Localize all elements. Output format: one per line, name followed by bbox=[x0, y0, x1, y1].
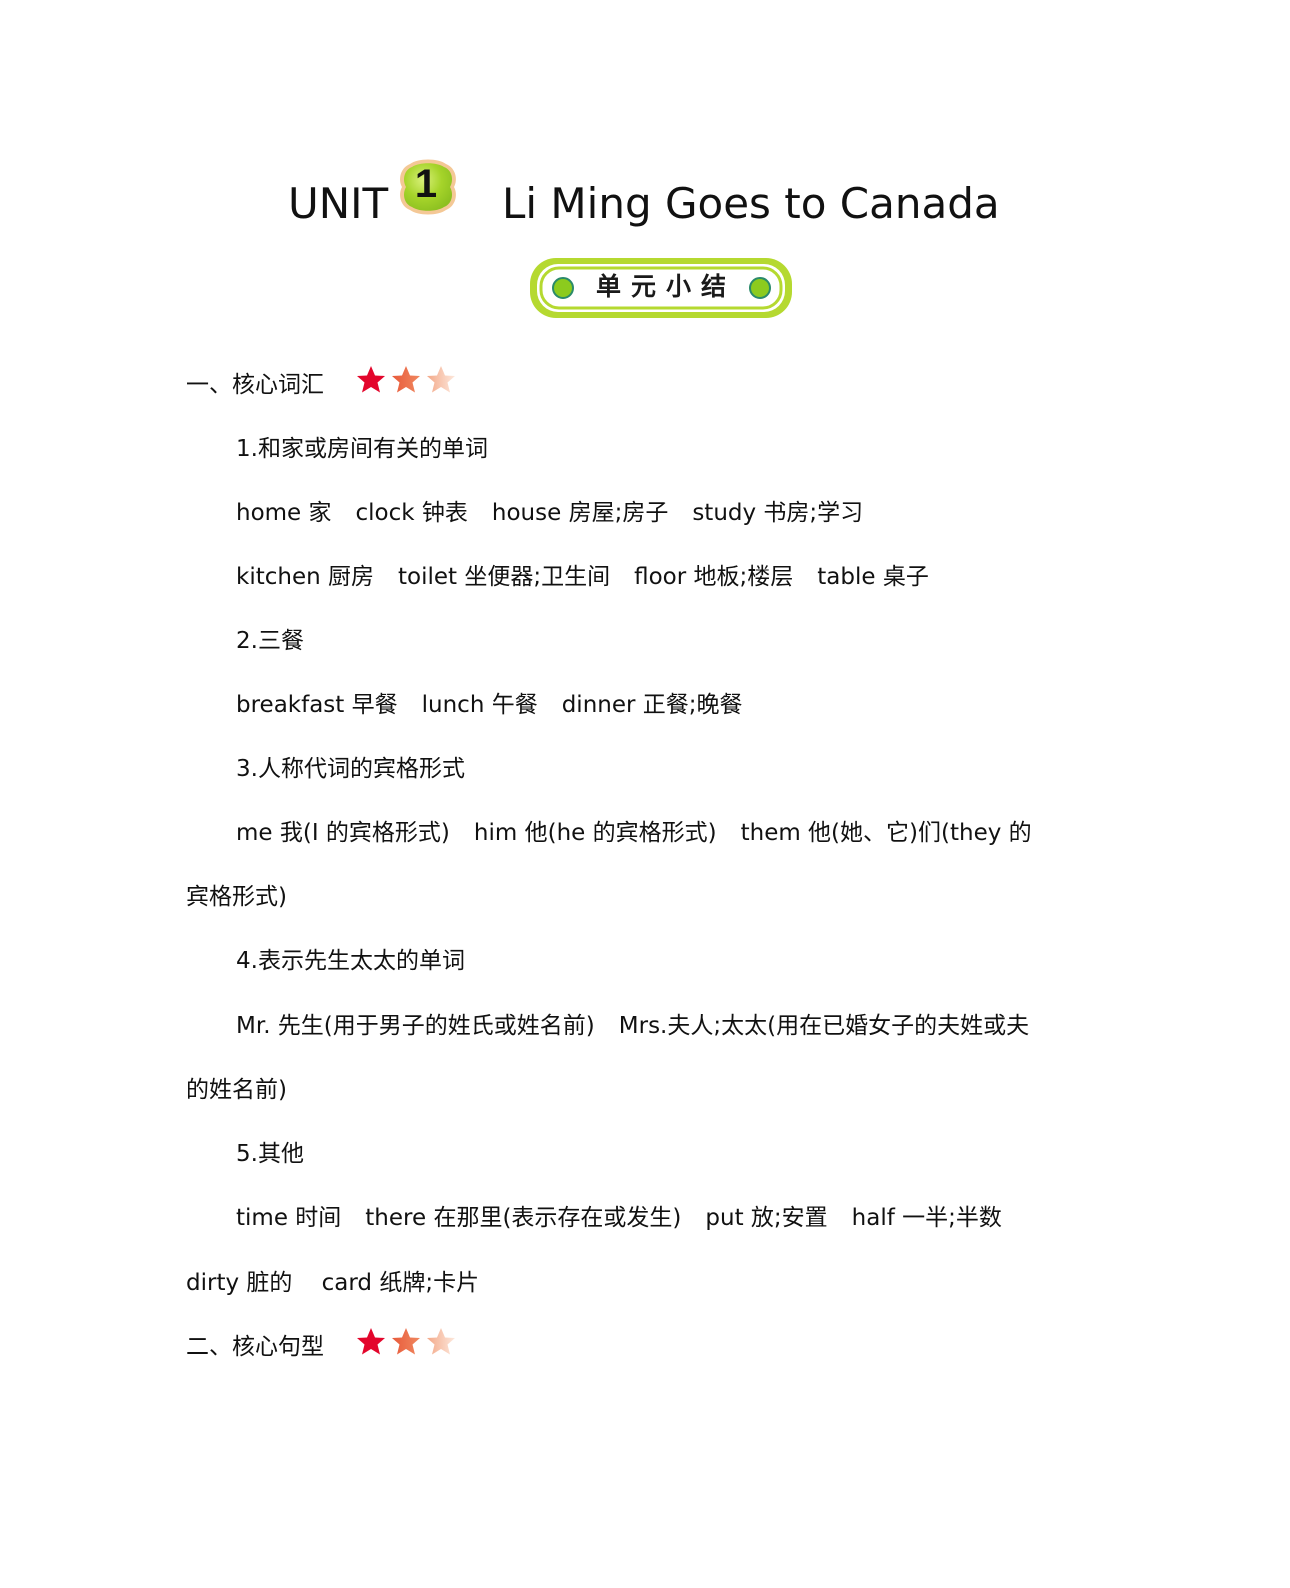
vocab-item: house 房屋;房子 bbox=[491, 500, 669, 526]
group-title: 2.三餐 bbox=[236, 628, 304, 654]
vocab-item: lunch 午餐 bbox=[421, 692, 538, 718]
section-heading-vocabulary: 一、核心词汇 bbox=[186, 372, 324, 398]
vocab-line: kitchen 厨房 toilet 坐便器;卫生间 floor 地板;楼层 table… bbox=[236, 562, 929, 592]
vocab-item: me 我(I 的宾格形式) bbox=[236, 820, 450, 846]
star-icon bbox=[357, 1328, 385, 1355]
unit-label: UNIT bbox=[288, 179, 389, 228]
unit-title: Li Ming Goes to Canada bbox=[502, 179, 1000, 228]
unit-number-badge: 1 bbox=[398, 158, 458, 216]
vocab-item: floor 地板;楼层 bbox=[634, 564, 794, 590]
vocab-item: half 一半;半数 bbox=[851, 1205, 1002, 1231]
section-heading-sentences: 二、核心句型 bbox=[186, 1334, 324, 1360]
vocab-line-continuation: 宾格形式) bbox=[186, 884, 287, 910]
group-title: 1.和家或房间有关的单词 bbox=[236, 436, 488, 462]
difficulty-stars bbox=[356, 364, 456, 396]
vocab-line-continuation: dirty 脏的 card 纸牌;卡片 bbox=[186, 1270, 480, 1296]
vocab-item: Mrs.夫人;太太(用在已婚女子的夫姓或夫 bbox=[618, 1013, 1030, 1039]
star-icon bbox=[392, 1328, 420, 1355]
vocab-item: Mr. 先生(用于男子的姓氏或姓名前) bbox=[236, 1013, 595, 1039]
vocab-item: kitchen 厨房 bbox=[236, 564, 374, 590]
group-title: 3.人称代词的宾格形式 bbox=[236, 756, 465, 782]
unit-summary-label: 单元小结 bbox=[595, 272, 736, 301]
star-icon bbox=[392, 366, 420, 393]
page-title: UNIT 1 Li Ming Goes to Canada bbox=[0, 159, 1290, 240]
vocab-item: breakfast 早餐 bbox=[236, 692, 398, 718]
vocab-line: me 我(I 的宾格形式) him 他(he 的宾格形式) them 他(她、它)们… bbox=[236, 818, 1032, 848]
vocab-line: Mr. 先生(用于男子的姓氏或姓名前) Mrs.夫人;太太(用在已婚女子的夫姓或夫 bbox=[236, 1011, 1029, 1041]
vocab-item: study 书房;学习 bbox=[692, 500, 864, 526]
star-icon bbox=[427, 1328, 455, 1355]
clover-badge-icon bbox=[400, 159, 456, 215]
group-title: 4.表示先生太太的单词 bbox=[236, 948, 465, 974]
vocab-item: him 他(he 的宾格形式) bbox=[473, 820, 717, 846]
vocab-item: dinner 正餐;晚餐 bbox=[561, 692, 743, 718]
vocab-item: table 桌子 bbox=[817, 564, 929, 590]
group-title: 5.其他 bbox=[236, 1141, 304, 1167]
star-icon bbox=[427, 366, 455, 393]
vocab-item: put 放;安置 bbox=[705, 1205, 828, 1231]
vocab-item: clock 钟表 bbox=[355, 500, 468, 526]
difficulty-stars bbox=[356, 1326, 456, 1358]
vocab-item: time 时间 bbox=[236, 1205, 342, 1231]
star-icon bbox=[357, 366, 385, 393]
vocab-line-continuation: 的姓名前) bbox=[186, 1077, 287, 1103]
vocab-item: there 在那里(表示存在或发生) bbox=[365, 1205, 682, 1231]
unit-summary-badge: 单元小结 bbox=[528, 255, 794, 321]
vocab-line: time 时间 there 在那里(表示存在或发生) put 放;安置 half 一半… bbox=[236, 1203, 1002, 1233]
vocab-line: breakfast 早餐 lunch 午餐 dinner 正餐;晚餐 bbox=[236, 690, 743, 720]
vocab-item: toilet 坐便器;卫生间 bbox=[398, 564, 611, 590]
vocab-item: them 他(她、它)们(they 的 bbox=[740, 820, 1032, 846]
badge-frame-icon bbox=[530, 258, 792, 318]
unit-number: 1 bbox=[414, 162, 438, 206]
vocab-item: home 家 bbox=[236, 500, 332, 526]
vocab-line: home 家 clock 钟表 house 房屋;房子 study 书房;学习 bbox=[236, 498, 863, 528]
